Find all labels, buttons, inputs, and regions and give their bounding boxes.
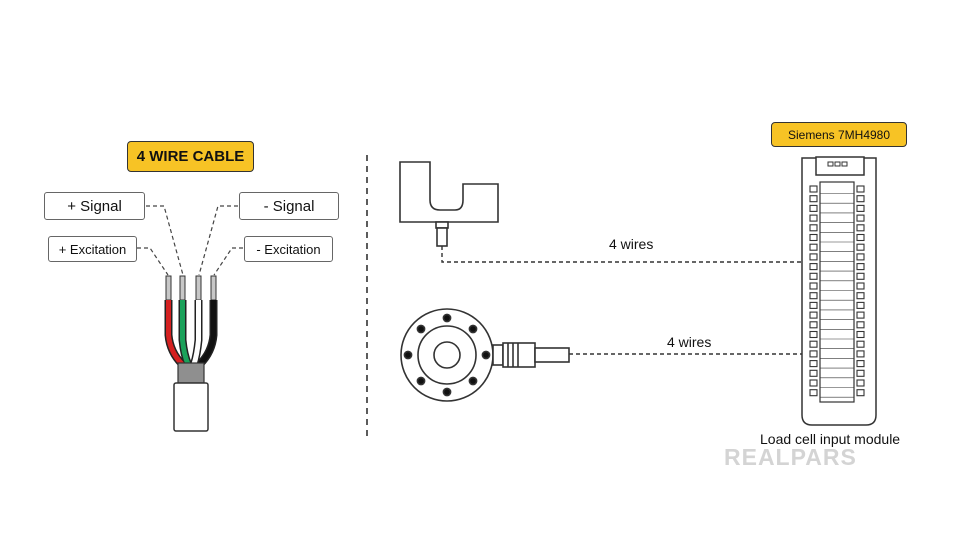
terminal-right [856, 195, 865, 203]
terminal-left [809, 292, 818, 300]
terminal-left [809, 330, 818, 339]
input-module [801, 156, 877, 426]
s-type-load-cell [399, 161, 499, 247]
brand-watermark: REALPARS [724, 444, 857, 470]
terminal-left [809, 185, 818, 193]
leader-plus-signal [146, 205, 184, 276]
terminal-right [856, 301, 865, 309]
terminal-left [809, 360, 818, 368]
terminal-left [809, 233, 818, 242]
label-leader-lines [137, 205, 243, 276]
connection-label-2: 4 wires [667, 334, 712, 350]
terminal-right [856, 282, 865, 290]
module-caption: Load cell input module [760, 431, 901, 447]
terminal-left [809, 272, 818, 280]
terminal-left [809, 204, 818, 212]
label-minus-excitation: - Excitation [244, 236, 333, 262]
terminal-right [856, 243, 865, 251]
terminal-left [809, 301, 818, 309]
terminal-right [856, 330, 865, 339]
terminal-right [856, 185, 865, 193]
leader-minus-signal [198, 205, 238, 276]
terminal-left [809, 224, 818, 232]
terminal-right [856, 214, 865, 222]
terminal-left [809, 311, 818, 319]
terminal-right [856, 263, 865, 271]
label-plus-signal: + Signal [44, 192, 145, 220]
leader-plus-excitation [137, 247, 169, 276]
terminal-right [856, 369, 865, 377]
terminal-right [856, 292, 865, 300]
module-title-badge: Siemens 7MH4980 [771, 122, 907, 147]
label-minus-signal: - Signal [239, 192, 339, 220]
cable-title-badge: 4 WIRE CABLE [127, 141, 254, 172]
terminal-right [856, 350, 865, 358]
terminal-left [809, 195, 818, 203]
connection-label-1: 4 wires [609, 236, 654, 252]
connection-line-1 [441, 246, 808, 263]
terminal-left [809, 369, 818, 377]
pancake-load-cell [400, 308, 570, 402]
label-plus-signal-text: + Signal [67, 197, 122, 215]
terminal-left [809, 321, 818, 329]
label-plus-excitation-text: + Excitation [58, 241, 127, 257]
cable-illustration [164, 275, 218, 432]
terminal-left [809, 263, 818, 271]
terminal-right [856, 379, 865, 387]
terminal-left [809, 389, 818, 397]
terminal-left [809, 214, 818, 222]
label-minus-signal-text: - Signal [263, 197, 315, 215]
terminal-right [856, 321, 865, 329]
terminal-right [856, 253, 865, 261]
terminal-left [809, 253, 818, 261]
terminal-right [856, 224, 865, 232]
terminal-left [809, 340, 818, 348]
label-plus-excitation: + Excitation [48, 236, 137, 262]
terminal-right [856, 204, 865, 212]
terminal-left [809, 282, 818, 290]
terminal-right [856, 272, 865, 280]
terminal-right [856, 233, 865, 242]
terminal-left [809, 379, 818, 387]
terminal-left [809, 350, 818, 358]
leader-minus-excitation [213, 247, 243, 276]
terminal-left [809, 243, 818, 251]
module-title: Siemens 7MH4980 [787, 127, 891, 142]
cable-title: 4 WIRE CABLE [136, 148, 245, 165]
terminal-right [856, 360, 865, 368]
terminal-right [856, 340, 865, 348]
terminal-right [856, 389, 865, 397]
label-minus-excitation-text: - Excitation [256, 241, 321, 257]
terminal-right [856, 311, 865, 319]
